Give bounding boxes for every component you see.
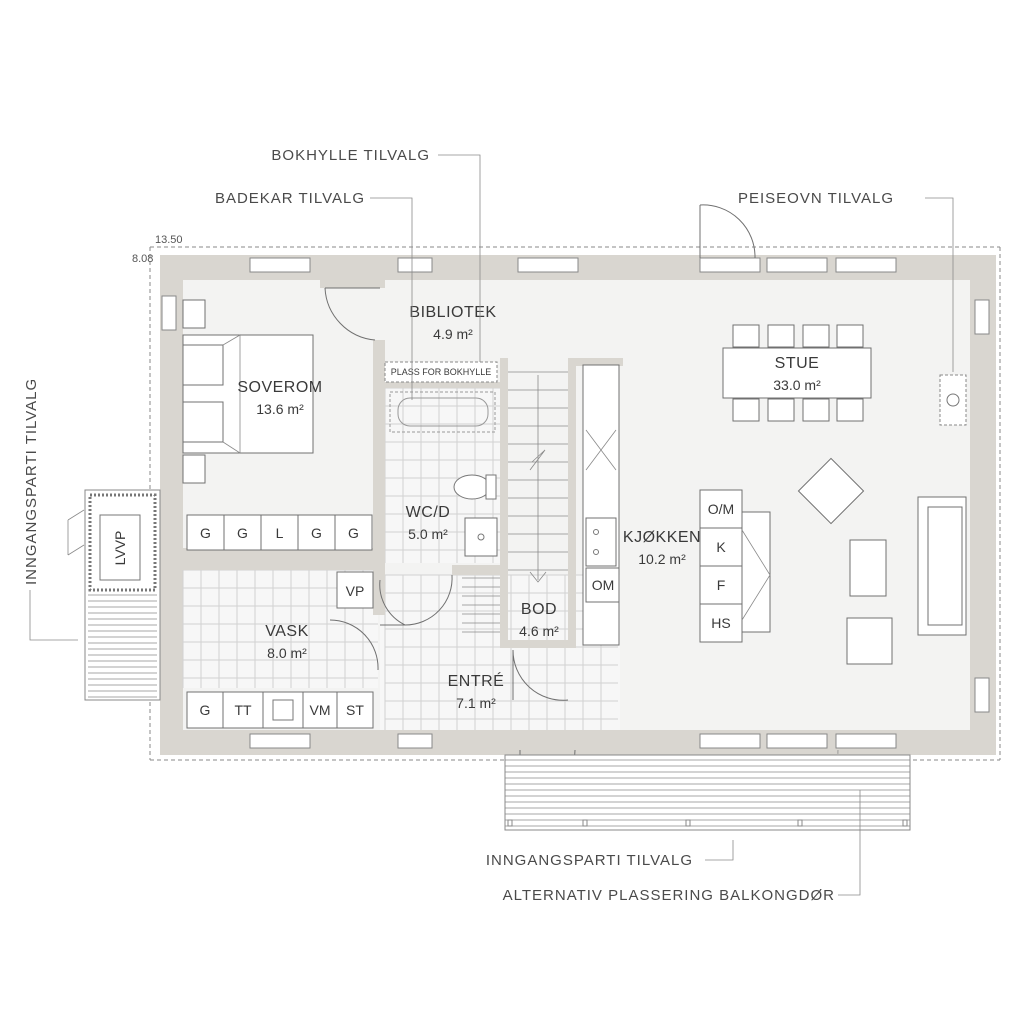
front-deck bbox=[504, 754, 911, 831]
kitchen-island: O/M K F HS bbox=[699, 489, 743, 643]
callout-peiseovn: PEISEOVN TILVALG bbox=[738, 190, 894, 207]
room-name-bibliotek: BIBLIOTEK bbox=[409, 304, 496, 321]
wardrobe-label: G bbox=[311, 525, 322, 541]
interior-walls bbox=[183, 280, 623, 648]
depth-dimension: 8.08 bbox=[132, 253, 153, 265]
room-name-wc: WC/D bbox=[406, 504, 451, 521]
lvvp-label: LVVP bbox=[112, 531, 128, 566]
wardrobe-cell bbox=[297, 514, 336, 551]
fireplace-option bbox=[939, 374, 967, 426]
room-area-entre: 7.1 m² bbox=[456, 695, 496, 711]
laundry-label: G bbox=[200, 702, 211, 718]
bath-sink bbox=[464, 517, 498, 557]
island-cell bbox=[699, 489, 743, 529]
dining-chair bbox=[767, 398, 795, 422]
room-area-vask: 8.0 m² bbox=[267, 645, 307, 661]
callout-inngang-side: INNGANGSPARTI TILVALG bbox=[23, 378, 40, 585]
room-name-entre: ENTRÉ bbox=[448, 671, 505, 690]
island-label: K bbox=[716, 539, 726, 555]
dining-table bbox=[722, 347, 872, 399]
room-name-kjokken: KJØKKEN bbox=[623, 529, 701, 546]
room-area-bod: 4.6 m² bbox=[519, 623, 559, 639]
bookshelf-label: PLASS FOR BOKHYLLE bbox=[391, 367, 492, 377]
island-label: F bbox=[717, 577, 726, 593]
dining-chairs bbox=[732, 324, 864, 422]
island-label: O/M bbox=[708, 501, 734, 517]
laundry-label: TT bbox=[234, 702, 252, 718]
room-name-bod: BOD bbox=[521, 601, 557, 618]
dining-chair bbox=[767, 324, 795, 348]
callout-balkong: ALTERNATIV PLASSERING BALKONGDØR bbox=[503, 887, 835, 904]
wardrobe-label: G bbox=[348, 525, 359, 541]
width-dimension: 13.50 bbox=[155, 234, 183, 246]
toilet bbox=[453, 474, 497, 500]
dining-chair bbox=[732, 324, 760, 348]
dining-chair bbox=[836, 324, 864, 348]
room-name-vask: VASK bbox=[265, 623, 309, 640]
wardrobe-label: L bbox=[276, 525, 284, 541]
dining-chair bbox=[802, 324, 830, 348]
wardrobe-label: G bbox=[200, 525, 211, 541]
armchair bbox=[797, 457, 865, 525]
side-chair bbox=[846, 617, 893, 665]
wardrobe-label: G bbox=[237, 525, 248, 541]
laundry-cell bbox=[186, 691, 224, 729]
wardrobe-cell bbox=[186, 514, 225, 551]
bathtub bbox=[389, 391, 496, 433]
wardrobe-cell bbox=[223, 514, 262, 551]
bed bbox=[182, 299, 314, 484]
porch-decking bbox=[88, 594, 157, 698]
windows bbox=[161, 257, 990, 749]
room-labels: SOVEROM 13.6 m² BIBLIOTEK 4.9 m² STUE 33… bbox=[237, 304, 821, 711]
laundry-sink bbox=[272, 699, 294, 721]
room-name-soverom: SOVEROM bbox=[237, 379, 322, 396]
laundry-row: G TT VM ST bbox=[186, 691, 374, 729]
callout-bokhylle: BOKHYLLE TILVALG bbox=[271, 147, 430, 164]
laundry-cell bbox=[336, 691, 374, 729]
dining-chair bbox=[732, 398, 760, 422]
room-area-stue: 33.0 m² bbox=[773, 377, 821, 393]
room-area-wc: 5.0 m² bbox=[408, 526, 448, 542]
room-area-soverom: 13.6 m² bbox=[256, 401, 304, 417]
laundry-cell bbox=[302, 691, 338, 729]
room-area-bibliotek: 4.9 m² bbox=[433, 326, 473, 342]
sofa bbox=[917, 496, 967, 636]
laundry-label: VM bbox=[310, 702, 331, 718]
dining-chair bbox=[836, 398, 864, 422]
island-bench bbox=[741, 511, 771, 633]
kitchen-counter bbox=[582, 364, 620, 646]
island-label: HS bbox=[711, 615, 730, 631]
stairs bbox=[462, 371, 568, 633]
callout-badekar: BADEKAR TILVALG bbox=[215, 190, 365, 207]
island-cell bbox=[699, 527, 743, 567]
vp-label: VP bbox=[346, 583, 365, 599]
coffee-table bbox=[849, 539, 887, 597]
island-cell bbox=[699, 603, 743, 643]
dining-chair bbox=[802, 398, 830, 422]
laundry-label: ST bbox=[346, 702, 364, 718]
vp-box bbox=[336, 571, 374, 609]
island-cell bbox=[699, 565, 743, 605]
wardrobe-cell bbox=[334, 514, 373, 551]
deck-boards bbox=[505, 759, 910, 827]
callout-inngang-front: INNGANGSPARTI TILVALG bbox=[486, 852, 693, 869]
bookshelf-area bbox=[384, 361, 498, 383]
laundry-cell bbox=[262, 691, 304, 729]
callout-leaders bbox=[29, 154, 954, 896]
room-area-kjokken: 10.2 m² bbox=[638, 551, 686, 567]
kitchen-om-label: OM bbox=[592, 577, 615, 593]
room-name-stue: STUE bbox=[775, 355, 820, 372]
